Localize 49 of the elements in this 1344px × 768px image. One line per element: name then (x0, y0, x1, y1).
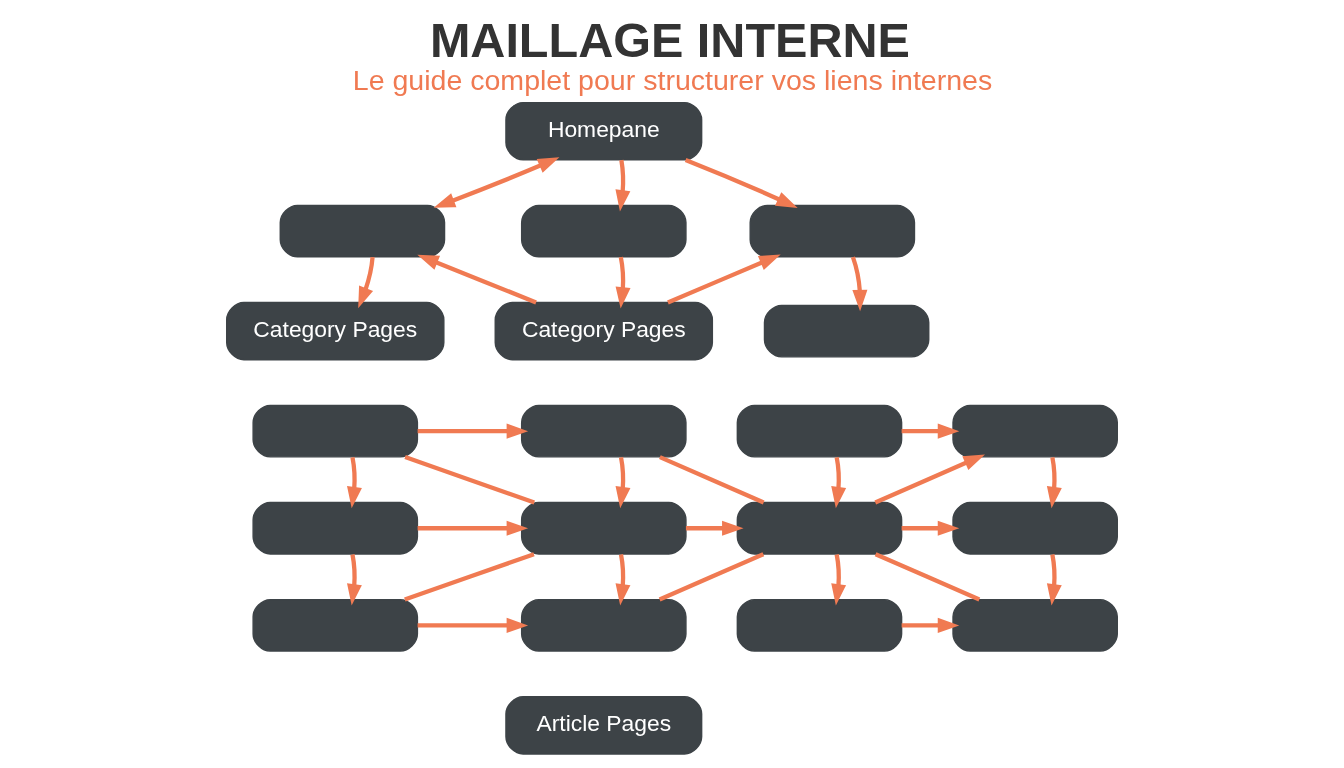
node-box: Category Pages (226, 301, 445, 361)
node-box (749, 204, 916, 258)
arrow (901, 520, 960, 536)
node-box: Category Pages (494, 301, 714, 361)
node-box: Article Pages (505, 696, 703, 755)
node-box (952, 501, 1118, 555)
arrow (347, 456, 362, 509)
node-box (520, 501, 687, 555)
connector (874, 552, 981, 602)
arrow (901, 617, 960, 633)
arrow (684, 157, 798, 208)
arrow (417, 520, 529, 536)
node-box (252, 404, 419, 458)
node-box (952, 598, 1118, 652)
node-box (279, 204, 446, 258)
arrow (615, 256, 631, 309)
arrow (1046, 554, 1062, 606)
node-box (520, 598, 687, 652)
arrow (615, 554, 631, 606)
arrow (1046, 456, 1062, 509)
arrow (417, 423, 529, 439)
arrow (615, 456, 631, 509)
node-box (736, 404, 903, 458)
node-box (952, 404, 1118, 458)
node-box (736, 598, 903, 652)
arrow (685, 520, 744, 536)
connector (659, 455, 765, 505)
arrow (615, 159, 631, 212)
arrow (347, 554, 362, 606)
node-box (520, 204, 687, 258)
arrow (433, 157, 560, 208)
node-box (252, 501, 419, 555)
arrow (831, 456, 847, 509)
connector (658, 552, 765, 602)
node-box (252, 598, 419, 652)
arrow (874, 454, 985, 505)
arrow (850, 256, 868, 312)
connector (404, 552, 535, 602)
connector (404, 455, 535, 505)
arrow (831, 554, 847, 606)
arrow (358, 256, 375, 309)
node-box: Homepane (505, 101, 703, 161)
node-box (763, 304, 930, 358)
node-box (520, 404, 687, 458)
arrow (901, 423, 960, 439)
arrow (417, 617, 529, 633)
node-box (736, 501, 903, 555)
arrow (417, 254, 537, 305)
arrow (667, 254, 781, 305)
